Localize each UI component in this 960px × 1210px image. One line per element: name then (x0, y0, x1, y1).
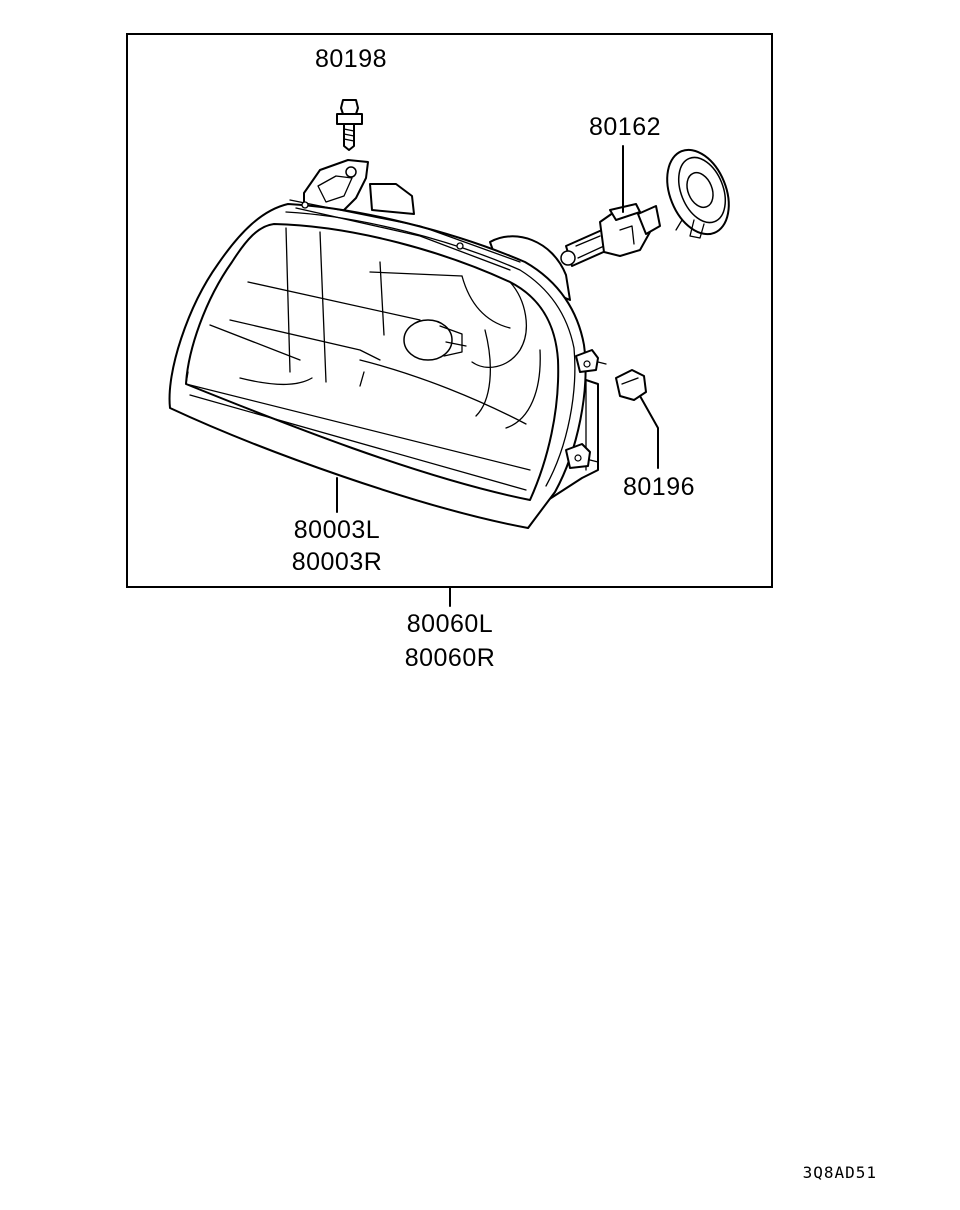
lower-adjuster (565, 443, 599, 469)
assembly-frame (126, 33, 773, 588)
part-number-bolt: 80198 (315, 45, 387, 73)
socket-cap-drawing (666, 148, 730, 239)
part-number-bulb: 80162 (589, 113, 661, 141)
diagram-code: 3Q8AD51 (803, 1163, 877, 1182)
bolt-drawing (336, 99, 363, 151)
upper-adjuster (575, 349, 607, 373)
leader-80196 (639, 395, 659, 469)
part-number-assembly-right: 80060R (405, 644, 496, 672)
socket-drawing (615, 369, 647, 401)
part-number-assembly-left: 80060L (407, 610, 493, 638)
headlamp-assembly-drawing (168, 159, 607, 529)
bulb-drawing (560, 203, 661, 267)
part-number-socket: 80196 (623, 473, 695, 501)
part-number-lens-right: 80003R (292, 548, 383, 576)
part-number-lens-left: 80003L (294, 516, 380, 544)
